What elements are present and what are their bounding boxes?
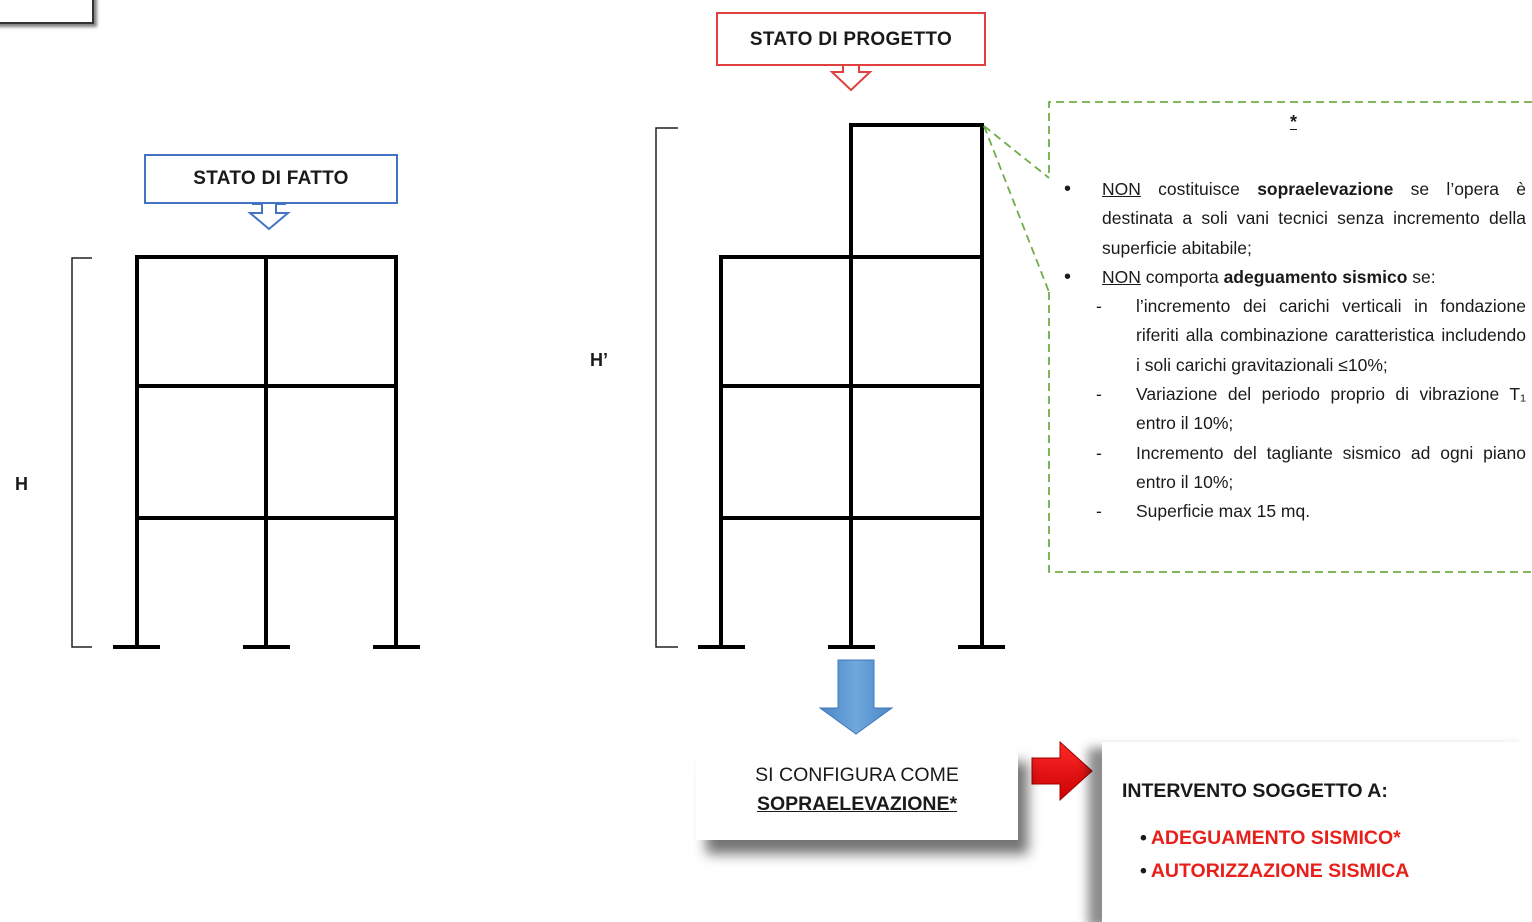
callout-stato-di-progetto: STATO DI PROGETTO	[716, 12, 986, 66]
note-bold-2: adeguamento sismico	[1223, 266, 1408, 287]
dimension-bracket-h-prime	[655, 127, 678, 648]
note-dashed-outline	[983, 101, 1532, 573]
callout-stato-di-fatto: STATO DI FATTO	[144, 154, 398, 204]
note-bullet-sopraelevazione: NON costituisce sopraelevazione se l’ope…	[1062, 175, 1526, 263]
bullet-icon: •	[1140, 827, 1147, 849]
note-bold-1: sopraelevazione	[1257, 179, 1394, 199]
condition-item: l’incremento dei carichi verticali in fo…	[1062, 292, 1526, 380]
note-bullet-adeguamento: NON comporta adeguamento sismico se:	[1062, 263, 1526, 293]
outcome-title: INTERVENTO SOGGETTO A:	[1122, 780, 1388, 802]
note-neg-1: NON	[1102, 179, 1141, 199]
callout-label: STATO DI PROGETTO	[749, 29, 953, 50]
right-arrow-icon	[1031, 740, 1093, 802]
result-box: SI CONFIGURA COME SOPRAELEVAZIONE*	[696, 748, 1018, 840]
note-neg-2: NON	[1102, 266, 1141, 287]
note-marker: *	[1290, 112, 1298, 132]
note-text-1a: costituisce	[1140, 179, 1258, 199]
condition-item: Variazione del periodo proprio di vibraz…	[1062, 380, 1526, 439]
result-line-1: SI CONFIGURA COME	[755, 764, 959, 786]
note-text-1b: se l’opera è destinata a soli vani tecni…	[1102, 179, 1526, 258]
height-label-h-prime: H’	[590, 350, 608, 370]
down-arrow-icon	[818, 659, 894, 735]
note-text-2a: comporta	[1140, 266, 1224, 287]
callout-arrow-red	[829, 63, 873, 92]
corner-box-fragment	[0, 0, 94, 24]
outcome-panel: INTERVENTO SOGGETTO A: •ADEGUAMENTO SISM…	[1102, 742, 1532, 922]
height-label-h: H	[15, 474, 28, 494]
result-line-2: SOPRAELEVAZIONE*	[756, 793, 958, 815]
bullet-icon: •	[1140, 860, 1147, 882]
outcome-item-autorizzazione: •AUTORIZZAZIONE SISMICA	[1140, 860, 1409, 883]
frame-existing	[113, 255, 420, 649]
outcome-item-label: AUTORIZZAZIONE SISMICA	[1150, 860, 1410, 882]
note-text: NON costituisce sopraelevazione se l’ope…	[1062, 175, 1526, 527]
condition-item: Superficie max 15 mq.	[1062, 497, 1526, 527]
frame-project	[698, 123, 1005, 649]
callout-arrow-blue	[247, 203, 291, 231]
callout-label: STATO DI FATTO	[193, 168, 349, 189]
dimension-bracket-h	[71, 257, 92, 648]
condition-item: Incremento del tagliante sismico ad ogni…	[1062, 439, 1526, 498]
outcome-item-adeguamento: •ADEGUAMENTO SISMICO*	[1140, 827, 1401, 850]
note-text-2b: se:	[1407, 266, 1436, 287]
outcome-item-label: ADEGUAMENTO SISMICO*	[1150, 827, 1401, 849]
